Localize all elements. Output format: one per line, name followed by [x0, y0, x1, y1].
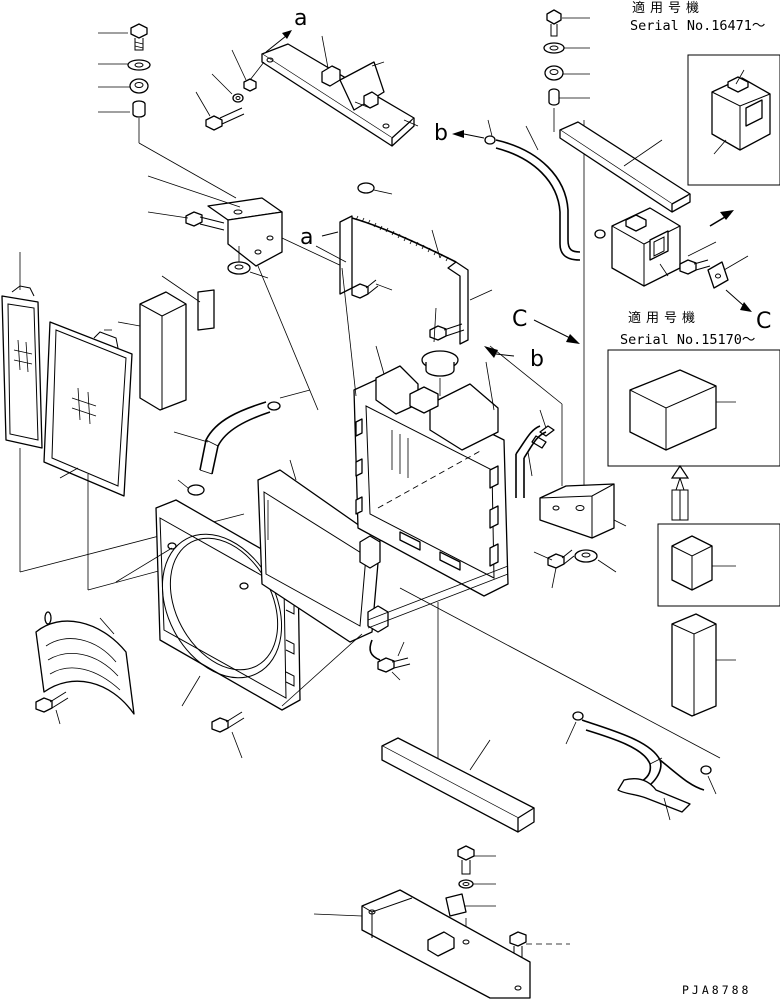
bolt-stack-top-left	[98, 23, 237, 199]
guide-line-lower-3	[399, 587, 721, 759]
dust-screen-1	[1, 252, 43, 449]
callout-label-b-right: b	[530, 347, 544, 372]
variant-box-lower: 適用号機 Serial No.15170～	[607, 310, 780, 607]
lower-small-hose	[515, 425, 547, 498]
sponge-block	[117, 291, 187, 411]
bolt-group-crossbar	[195, 49, 265, 131]
bolt-stack-top-right	[543, 9, 590, 132]
guide-line-lower-6	[281, 633, 363, 707]
reserve-tank	[611, 207, 681, 287]
guide-line-lower-2	[367, 573, 509, 629]
variant-upper-applicable: 適用号機	[632, 0, 704, 16]
callout-arrow-c-mid: C	[512, 307, 580, 344]
right-bracket	[489, 345, 627, 539]
callout-label-b-left: b	[434, 121, 448, 146]
bolt-shroud-lower	[211, 711, 245, 759]
bolt-hose-bracket	[351, 279, 465, 343]
callout-label-c-right: C	[756, 309, 771, 334]
radiator	[341, 267, 509, 597]
side-panel-frame	[257, 459, 405, 661]
callout-arrow-b-right: b	[484, 346, 544, 372]
fan-guard-half	[35, 611, 135, 715]
lower-radiator-hose	[565, 711, 717, 821]
bolt-side-panel	[377, 657, 411, 681]
washer-right-bracket	[574, 549, 617, 573]
callout-arrow-a-top: a	[265, 6, 307, 53]
leader-screen-2	[59, 467, 79, 479]
variant-box-upper: 適用号機 Serial No.16471～	[630, 0, 780, 227]
drawing-code: PJA8788	[682, 983, 751, 997]
variant-lower-applicable: 適用号機	[628, 310, 700, 326]
seal-block-long	[671, 613, 736, 717]
callout-arrow-b-left: b	[434, 121, 485, 146]
overflow-hose	[484, 119, 606, 261]
dust-screen-2	[43, 321, 133, 497]
radiator-cap	[421, 350, 459, 396]
left-bracket	[147, 175, 347, 411]
variant-upper-serial: Serial No.16471～	[630, 18, 765, 34]
callout-label-a-mid: a	[300, 225, 313, 250]
reserve-tank-hose-bracket	[315, 182, 493, 345]
bolt-left-bracket	[147, 211, 225, 231]
washer-left-bracket	[227, 246, 269, 279]
bolt-right-bracket	[533, 549, 575, 589]
lower-foam-bar	[381, 737, 535, 833]
bolt-fan-guard	[35, 691, 69, 725]
bolt-stack-bottom	[445, 845, 496, 940]
tank-support-bar	[559, 121, 691, 213]
callout-arrow-a-mid: a	[300, 225, 339, 250]
upper-cross-bar	[261, 35, 419, 147]
variant-lower-serial: Serial No.15170～	[620, 332, 755, 348]
tank-clip	[707, 255, 749, 289]
tank-bolt	[679, 241, 717, 275]
under-cover	[313, 889, 531, 999]
guide-line-lower-1	[367, 565, 509, 621]
upper-radiator-hose	[173, 389, 311, 496]
callout-arrow-c-right: C	[725, 289, 771, 334]
callout-label-c-mid: C	[512, 307, 527, 332]
seal-strip	[161, 275, 215, 331]
callout-label-a-top: a	[294, 6, 307, 31]
